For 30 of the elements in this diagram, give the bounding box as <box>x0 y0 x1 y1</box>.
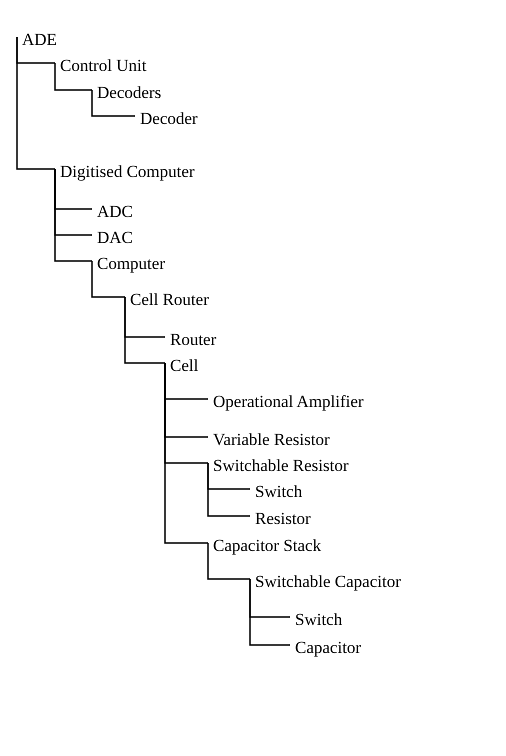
tree-connector <box>91 90 135 117</box>
tree-label: Digitised Computer <box>55 161 195 183</box>
tree-connector <box>54 63 92 91</box>
tree-label: Computer <box>92 253 165 275</box>
tree-connector <box>249 579 290 646</box>
tree-label: Resistor <box>250 508 311 530</box>
tree-label: Cell Router <box>125 289 209 311</box>
tree-connector <box>164 363 208 544</box>
tree-label: Router <box>165 329 216 351</box>
tree-connector <box>54 169 92 262</box>
tree-label: Capacitor Stack <box>208 535 322 557</box>
tree-label: Switch <box>290 609 342 631</box>
tree-label: DAC <box>92 227 133 249</box>
tree-connector <box>207 463 250 517</box>
tree-label: Decoders <box>92 82 162 104</box>
tree-label: Switchable Resistor <box>208 455 349 477</box>
tree-label: Decoder <box>135 108 198 130</box>
tree-connector <box>207 543 250 580</box>
tree-label: Switch <box>250 481 302 503</box>
tree-label: ADC <box>92 201 133 223</box>
tree-label: ADE <box>17 29 57 51</box>
tree-label: Capacitor <box>290 637 362 659</box>
tree-label: Cell <box>165 355 198 377</box>
tree-label: Control Unit <box>55 55 146 77</box>
tree-label: Switchable Capacitor <box>250 571 401 593</box>
tree-connector <box>16 37 55 170</box>
tree-label: Operational Amplifier <box>208 391 364 413</box>
tree-connector <box>91 261 125 298</box>
tree-connector <box>124 297 165 364</box>
tree-label: Variable Resistor <box>208 429 330 451</box>
